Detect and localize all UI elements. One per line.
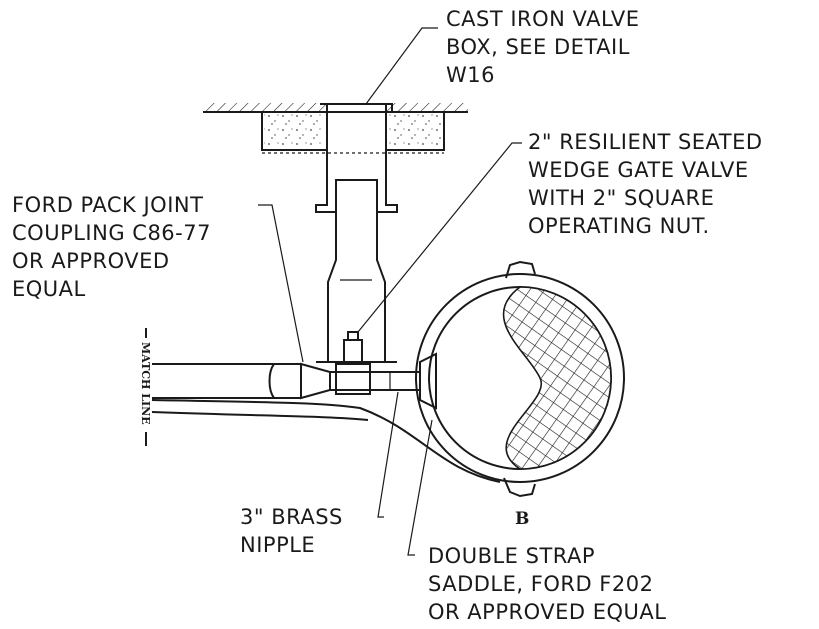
coupling-label-4: EQUAL <box>12 277 86 301</box>
gate-valve-label-3: WITH 2" SQUARE <box>528 186 714 210</box>
nipple-label-1: 3" BRASS <box>240 505 343 529</box>
ground-surface <box>203 103 468 113</box>
gate-valve-label-1: 2" RESILIENT SEATED <box>528 130 763 154</box>
gate-valve <box>328 331 378 395</box>
gate-valve-label-2: WEDGE GATE VALVE <box>528 158 749 182</box>
valve-box-label-3: W16 <box>446 63 495 87</box>
nipple-label-2: NIPPLE <box>240 533 315 557</box>
gate-valve-label-4: OPERATING NUT. <box>528 214 710 238</box>
valve-box-label-2: BOX, SEE DETAIL <box>446 35 630 59</box>
valve-box-label-1: CAST IRON VALVE <box>446 7 639 31</box>
saddle-strap <box>151 399 501 483</box>
coupling-label-1: FORD PACK JOINT <box>12 193 203 217</box>
concrete-collar <box>261 112 445 154</box>
saddle-label-1: DOUBLE STRAP <box>428 544 595 568</box>
service-pipe <box>152 352 437 410</box>
section-mark-b: B <box>515 509 529 529</box>
saddle-label-3: OR APPROVED EQUAL <box>428 600 666 624</box>
match-line-label: MATCH LINE <box>139 342 152 425</box>
coupling-label-3: OR APPROVED <box>12 249 170 273</box>
leader-lines <box>258 27 522 556</box>
saddle-label-2: SADDLE, FORD F202 <box>428 572 653 596</box>
coupling-label-2: COUPLING C86-77 <box>12 221 211 245</box>
match-line: MATCH LINE <box>139 328 152 446</box>
main-pipe-section <box>415 260 625 498</box>
valve-box <box>315 103 398 363</box>
